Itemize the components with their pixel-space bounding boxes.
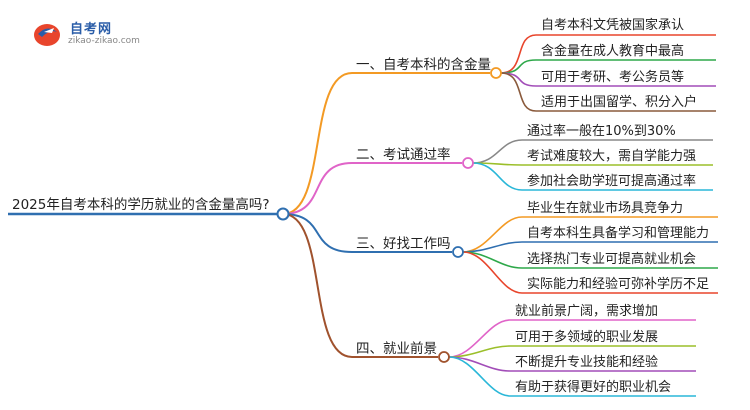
leaf-1-2-connector xyxy=(500,59,537,74)
branch-1-label: 一、自考本科的含金量 xyxy=(356,57,491,73)
branch-1-node xyxy=(490,67,502,79)
leaf-2-3: 参加社会助学班可提高通过率 xyxy=(527,174,697,189)
logo-url: zikao-zikao.com xyxy=(68,36,140,46)
leaf-3-2: 自考本科生具备学习和管理能力 xyxy=(527,226,710,241)
leaf-1-4: 适用于出国留学、积分入户 xyxy=(541,95,698,110)
branch-2-label: 二、考试通过率 xyxy=(356,147,451,163)
branch-2-connector xyxy=(282,162,353,215)
leaf-1-4-connector xyxy=(500,72,537,112)
branch-4-node xyxy=(438,351,450,363)
leaf-1-3: 可用于考研、考公务员等 xyxy=(541,70,685,85)
graduation-cap-icon xyxy=(34,24,60,46)
leaf-4-3: 不断提升专业技能和经验 xyxy=(515,355,659,370)
logo-title: 自考网 xyxy=(70,22,113,37)
leaf-4-2: 可用于多领域的职业发展 xyxy=(515,330,659,345)
leaf-2-3-connector xyxy=(472,162,523,191)
branch-2-node xyxy=(462,157,474,169)
leaf-1-1: 自考本科文凭被国家承认 xyxy=(541,18,685,33)
leaf-4-4: 有助于获得更好的职业机会 xyxy=(515,380,672,395)
branch-4-connector xyxy=(282,213,353,358)
leaf-3-4: 实际能力和经验可弥补学历不足 xyxy=(527,277,710,292)
leaf-3-3: 选择热门专业可提高就业机会 xyxy=(527,252,697,267)
leaf-4-1: 就业前景广阔，需求增加 xyxy=(515,304,659,319)
branch-3-label: 三、好找工作吗 xyxy=(356,236,451,252)
root-topic: 2025年自考本科的学历就业的含金量高吗? xyxy=(12,197,270,213)
leaf-4-4-connector xyxy=(448,356,511,397)
branch-1-connector xyxy=(282,72,353,215)
root-node xyxy=(276,207,290,221)
branch-4-label: 四、就业前景 xyxy=(356,341,437,357)
leaf-3-1: 毕业生在就业市场具竞争力 xyxy=(527,201,684,216)
branch-3-connector xyxy=(282,213,353,253)
leaf-1-2: 含金量在成人教育中最高 xyxy=(541,44,685,59)
leaf-1-3-connector xyxy=(500,72,537,87)
leaf-2-1-connector xyxy=(472,139,523,164)
leaf-2-2: 考试难度较大，需自学能力强 xyxy=(527,149,697,164)
site-logo[interactable]: 自考网 zikao-zikao.com xyxy=(32,18,152,50)
leaf-3-4-connector xyxy=(462,251,523,294)
leaf-2-1: 通过率一般在10%到30% xyxy=(527,124,676,139)
branch-3-node xyxy=(452,246,464,258)
